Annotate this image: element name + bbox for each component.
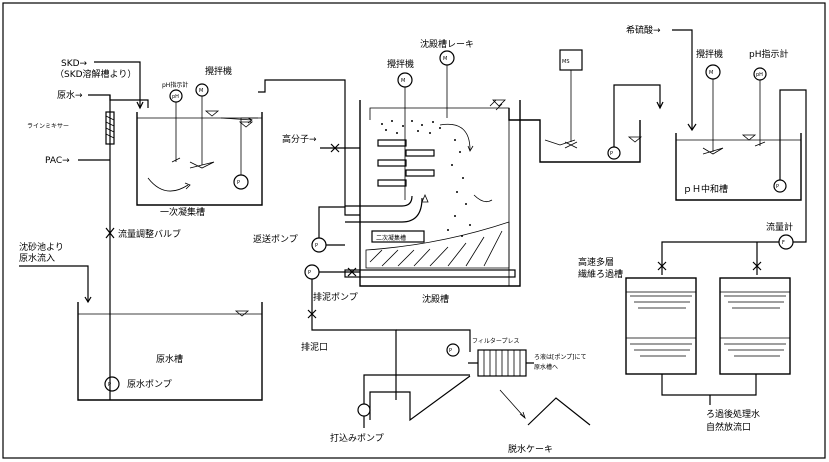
svg-text:P: P: [610, 151, 613, 157]
svg-text:M: M: [709, 70, 713, 76]
svg-text:MS: MS: [562, 59, 570, 65]
svg-text:pH: pH: [172, 94, 179, 100]
filtrate-label-2: 原水槽へ: [534, 363, 558, 371]
sand-pit-label-2: 原水流入: [19, 252, 55, 264]
filter-label-2: 繊維ろ過槽: [578, 268, 623, 280]
flow-control-valve-icon: [105, 227, 115, 239]
ph-meter-3-label: pH指示計: [749, 48, 788, 60]
raw-water-tank: [77, 302, 263, 401]
flow-valve-label: 流量調整バルブ: [118, 228, 181, 240]
flow-meter-label: 流量計: [766, 221, 793, 233]
svg-text:P: P: [108, 382, 111, 388]
transfer-tank: [508, 108, 641, 163]
floc-particles: [381, 120, 471, 237]
settling-tank-label: 沈殿槽: [422, 293, 449, 305]
sludge-pump-label: 排泥ポンプ: [313, 291, 358, 303]
return-pump-label: 返送ポンプ: [253, 233, 298, 245]
svg-text:M: M: [443, 56, 447, 62]
sand-pit-inlet-line: [19, 265, 89, 302]
polymer-inlet-label: 高分子→: [282, 133, 317, 145]
dewatered-cake-pile: [527, 397, 591, 426]
primary-coagulation-tank: [136, 112, 263, 206]
svg-text:M: M: [199, 88, 203, 94]
baffle-1: [377, 139, 407, 147]
fiber-filter-1: [625, 277, 697, 375]
raw-pump-label: 原水ポンプ: [127, 378, 172, 390]
filter-label-1: 高速多層: [578, 256, 614, 268]
settling-rake-label: 沈殿槽レーキ: [420, 38, 474, 50]
primary-to-secondary-line: [258, 79, 360, 216]
raw-water-inlet-label: 原水→: [57, 89, 83, 101]
mixer-2-label: 攪拌機: [387, 58, 414, 70]
raw-water-pump-icon: [104, 376, 120, 392]
svg-text:P: P: [308, 270, 311, 276]
sludge-line: [311, 279, 397, 400]
svg-text:pH: pH: [756, 72, 763, 78]
ph-meter-1-label: pH指示計: [162, 81, 188, 89]
pac-inlet-label: PAC→: [45, 156, 70, 166]
filtrate-label-1: ろ液は[ポンプ]にて: [534, 353, 587, 361]
svg-text:M: M: [401, 78, 405, 84]
ph-tank-label: ｐＨ中和槽: [683, 183, 728, 195]
feed-pump-icon: [357, 403, 371, 417]
settling-tank: [359, 100, 521, 287]
secondary-tank-box: [371, 230, 425, 243]
mixer-1-label: 攪拌機: [205, 65, 232, 77]
acid-line: [672, 29, 693, 130]
dewatered-cake-label: 脱水ケーキ: [508, 443, 553, 455]
mixer-3-label: 攪拌機: [696, 48, 723, 60]
secondary-feed-pipe: [345, 195, 413, 207]
treated-water-label-2: 自然放流口: [706, 421, 751, 433]
skd-inlet-label: SKD→: [61, 59, 88, 69]
raw-water-line: [88, 94, 111, 400]
svg-text:P: P: [237, 180, 240, 186]
svg-text:P: P: [776, 184, 779, 190]
fiber-filter-2: [719, 277, 791, 375]
raw-tank-label: 原水槽: [156, 353, 183, 365]
skd-line: [94, 61, 141, 108]
secondary-tank-label: 二次凝集槽: [376, 234, 406, 242]
filter-press-pump-icon: [446, 343, 460, 357]
sludge-hopper: [369, 375, 471, 422]
primary-tank-label: 一次凝集槽: [160, 206, 205, 218]
svg-text:P: P: [449, 348, 452, 354]
feed-pump-label: 打込みポンプ: [330, 432, 384, 444]
sludge-layer: [365, 221, 510, 269]
sand-pit-label-1: 沈砂池より: [19, 241, 64, 253]
svg-text:P: P: [315, 243, 318, 249]
filter-press-label: フィルタープレス: [472, 337, 520, 345]
skd-source-label: （SKD溶解槽より）: [55, 68, 136, 80]
ph-neutralization-tank: [675, 133, 802, 201]
line-mixer-label: ラインミキサー: [27, 123, 69, 130]
dilute-acid-label: 希硫酸→: [626, 24, 661, 36]
ph-tank-outlet-line: [779, 89, 807, 243]
svg-text:F: F: [782, 240, 785, 246]
sludge-outlet-label: 排泥口: [301, 341, 328, 353]
treated-water-label-1: ろ過後処理水: [706, 408, 760, 420]
